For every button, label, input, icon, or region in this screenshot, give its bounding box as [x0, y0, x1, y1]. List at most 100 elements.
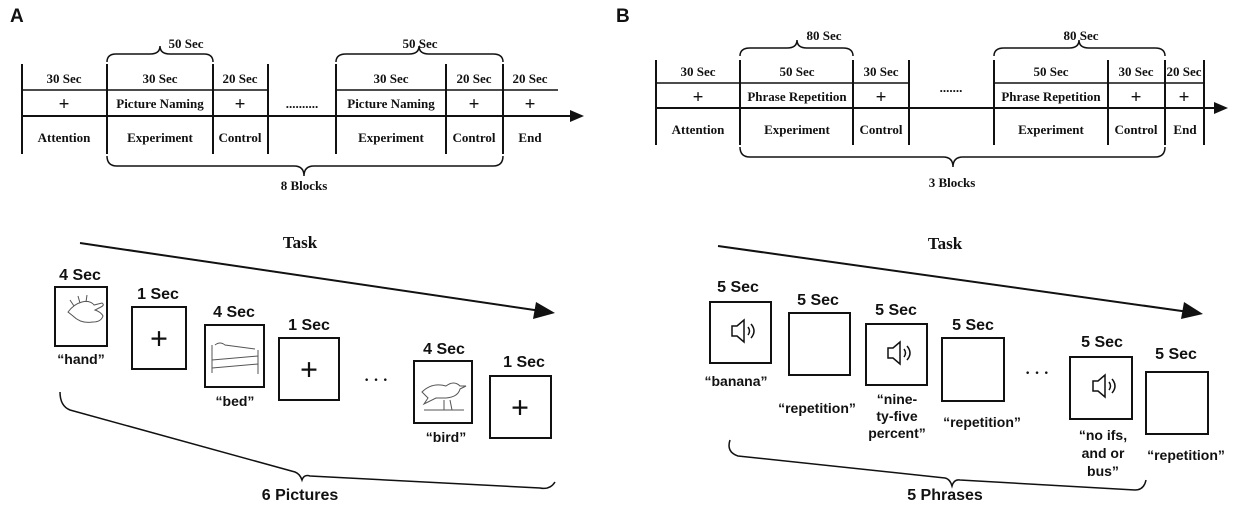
- task-title: Task: [928, 234, 963, 253]
- trial-duration: 1 Sec: [288, 317, 330, 334]
- blocks-label: 3 Blocks: [929, 175, 976, 190]
- segment-phase: End: [518, 130, 542, 145]
- bird-picture: [421, 382, 467, 411]
- segment-stimulus: +: [1179, 87, 1190, 108]
- fixation-box: [489, 375, 552, 439]
- audio-box: [865, 323, 928, 386]
- segment-stimulus: +: [693, 87, 704, 108]
- speaker-icon: [1092, 373, 1116, 399]
- timeline-ellipsis: ..........: [286, 96, 319, 111]
- block-timeline: 80 Sec 80 Sec 30 Sec 50 Sec 30 Sec 50 Se…: [655, 28, 1228, 190]
- trial-duration: 4 Sec: [423, 341, 465, 358]
- segment-stimulus: +: [525, 94, 536, 115]
- panel-label: A: [10, 6, 24, 27]
- segment-phase: Experiment: [358, 130, 424, 145]
- segment-stimulus: +: [876, 87, 887, 108]
- audio-box: [1069, 356, 1133, 420]
- audio-box: [709, 301, 772, 364]
- trial-caption: “repetition”: [778, 400, 856, 416]
- segment-stimulus: +: [1131, 87, 1142, 108]
- trial-caption-line: “nine-: [877, 391, 918, 407]
- count-label: 6 Pictures: [262, 487, 339, 504]
- arrow-head-icon: [1181, 302, 1203, 319]
- count-label: 5 Phrases: [907, 487, 983, 504]
- trial-caption: “banana”: [704, 373, 767, 389]
- timeline-ellipsis: .......: [940, 80, 963, 95]
- trial-caption-line: and or: [1082, 445, 1125, 461]
- picture-box: [54, 286, 108, 347]
- panel-a: A 50 Sec 50 Sec 30 Sec 30 Sec 20 Sec: [10, 6, 584, 504]
- segment-duration: 50 Sec: [1033, 64, 1068, 79]
- group-brace: [106, 45, 214, 63]
- trial-duration: 1 Sec: [137, 286, 179, 303]
- segment-duration: 20 Sec: [222, 71, 257, 86]
- trial-duration: 4 Sec: [59, 267, 101, 284]
- segment-duration: 30 Sec: [46, 71, 81, 86]
- segment-stimulus: +: [469, 94, 480, 115]
- segment-phase: Control: [1114, 122, 1157, 137]
- blank-box: [1145, 371, 1209, 435]
- trial-duration: 1 Sec: [503, 354, 545, 371]
- segment-stimulus: Picture Naming: [347, 96, 435, 111]
- trial-caption-line: percent”: [868, 425, 926, 441]
- arrow-head-icon: [533, 302, 555, 319]
- count-brace: [728, 439, 1147, 491]
- group-brace: [739, 39, 854, 57]
- speaker-icon: [887, 340, 911, 366]
- count-brace: [59, 391, 556, 490]
- task-arrow-line: [717, 245, 1197, 314]
- trial-caption: “bed”: [216, 393, 255, 409]
- segment-duration: 30 Sec: [863, 64, 898, 79]
- blank-box: [941, 337, 1005, 402]
- task-title: Task: [283, 233, 318, 252]
- arrow-head-icon: [1214, 102, 1228, 114]
- segment-phase: Control: [218, 130, 261, 145]
- segment-stimulus: Phrase Repetition: [747, 89, 847, 104]
- task-arrow-line: [79, 242, 549, 313]
- fixation-box: [131, 306, 187, 370]
- trial-caption: “hand”: [57, 351, 104, 367]
- trial-duration: 5 Sec: [797, 292, 839, 309]
- segment-duration: 30 Sec: [373, 71, 408, 86]
- segment-phase: Control: [859, 122, 902, 137]
- trial-duration: 4 Sec: [213, 304, 255, 321]
- segment-stimulus: Phrase Repetition: [1001, 89, 1101, 104]
- task-sequence: Task 5 Sec “banana” 5 Sec “repetition” 5…: [704, 234, 1224, 504]
- picture-box: [413, 360, 473, 424]
- blank-box: [788, 312, 851, 376]
- group-duration: 50 Sec: [168, 36, 203, 51]
- hand-picture: [67, 294, 104, 323]
- panel-b: B 80 Sec 80 Sec 30 Sec 50 Sec 30 Sec 50 …: [616, 6, 1228, 504]
- segment-duration: 20 Sec: [456, 71, 491, 86]
- segment-phase: Experiment: [127, 130, 193, 145]
- blocks-label: 8 Blocks: [281, 178, 328, 193]
- blocks-brace: [106, 155, 504, 177]
- segment-phase: Experiment: [1018, 122, 1084, 137]
- segment-duration: 30 Sec: [142, 71, 177, 86]
- group-duration: 50 Sec: [402, 36, 437, 51]
- group-brace: [335, 45, 504, 63]
- group-duration: 80 Sec: [1063, 28, 1098, 43]
- segment-duration: 30 Sec: [680, 64, 715, 79]
- task-sequence: Task 4 Sec “hand” 1 Sec + 4 Sec “bed”: [54, 233, 556, 504]
- trial-caption: “repetition”: [943, 414, 1021, 430]
- trial-duration: 5 Sec: [1081, 334, 1123, 351]
- bed-picture: [211, 342, 259, 374]
- trial-duration: 5 Sec: [1155, 346, 1197, 363]
- trial-caption-line: “no ifs,: [1079, 427, 1127, 443]
- trial-caption-line: ty-five: [876, 408, 917, 424]
- speaker-icon: [731, 318, 755, 344]
- segment-duration: 30 Sec: [1118, 64, 1153, 79]
- blocks-brace: [739, 146, 1166, 168]
- segment-phase: Attention: [38, 130, 91, 145]
- trial-duration: 5 Sec: [717, 279, 759, 296]
- group-brace: [993, 39, 1166, 57]
- trial-duration: 5 Sec: [952, 317, 994, 334]
- block-timeline: 50 Sec 50 Sec 30 Sec 30 Sec 20 Sec 30 Se…: [21, 36, 584, 193]
- segment-stimulus: +: [59, 94, 70, 115]
- fixation-box: [278, 337, 340, 401]
- segment-stimulus: Picture Naming: [116, 96, 204, 111]
- arrow-head-icon: [570, 110, 584, 122]
- segment-duration: 50 Sec: [779, 64, 814, 79]
